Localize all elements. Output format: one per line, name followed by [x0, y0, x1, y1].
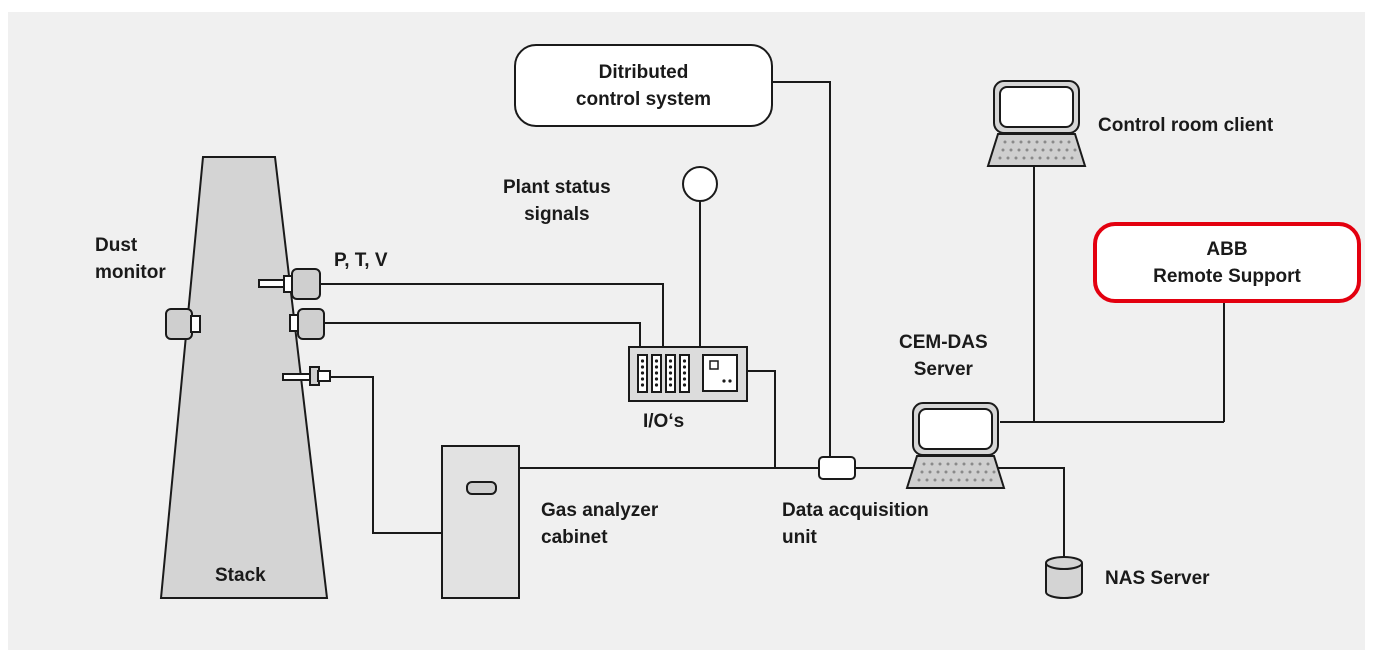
line-dcs-to-daq	[773, 81, 831, 457]
dust-monitor-sensor	[165, 308, 201, 340]
ptv-label: P, T, V	[334, 250, 388, 271]
dcs-label-line1: Ditributed	[598, 61, 689, 83]
line-io-to-bus	[747, 370, 776, 468]
dust-monitor-label: Dust monitor	[95, 235, 166, 283]
nas-server-icon	[1045, 556, 1083, 599]
gas-analyzer-cabinet	[441, 445, 520, 599]
line-ptv-to-io	[320, 283, 664, 347]
abb-remote-support-box: ABB Remote Support	[1093, 222, 1361, 303]
data-acquisition-unit-icon	[818, 456, 856, 480]
io-module	[628, 346, 748, 402]
abb-label-line2: Remote Support	[1153, 265, 1301, 287]
plant-status-label: Plant status signals	[503, 177, 611, 225]
line-server-to-nas	[993, 467, 1065, 558]
plant-status-icon	[682, 166, 718, 202]
line-probe-to-analyzer	[330, 376, 442, 534]
gas-analyzer-label: Gas analyzer cabinet	[541, 500, 659, 548]
dcs-box: Ditributed control system	[514, 44, 773, 127]
stack-sensor	[289, 308, 325, 340]
control-room-computer-icon	[986, 80, 1087, 167]
control-room-keyboard-dots	[998, 140, 1077, 160]
stack-label: Stack	[215, 565, 266, 586]
cem-das-keyboard-dots	[917, 462, 996, 482]
cem-das-server-icon	[905, 402, 1006, 489]
ptv-sensor	[258, 268, 321, 300]
cem-das-label: CEM-DAS Server	[899, 332, 988, 380]
io-label: I/O‘s	[643, 411, 685, 432]
control-room-label: Control room client	[1098, 115, 1274, 136]
stack-shape	[159, 156, 329, 599]
nas-label: NAS Server	[1105, 568, 1210, 589]
abb-label-line1: ABB	[1206, 238, 1248, 260]
line-sensor-to-io	[320, 322, 641, 347]
connection-lines	[320, 81, 1225, 558]
io-module-dots	[640, 359, 732, 387]
dcs-label-line2: control system	[575, 88, 712, 110]
gas-probe	[282, 366, 331, 386]
daq-label: Data acquisition unit	[782, 500, 929, 548]
